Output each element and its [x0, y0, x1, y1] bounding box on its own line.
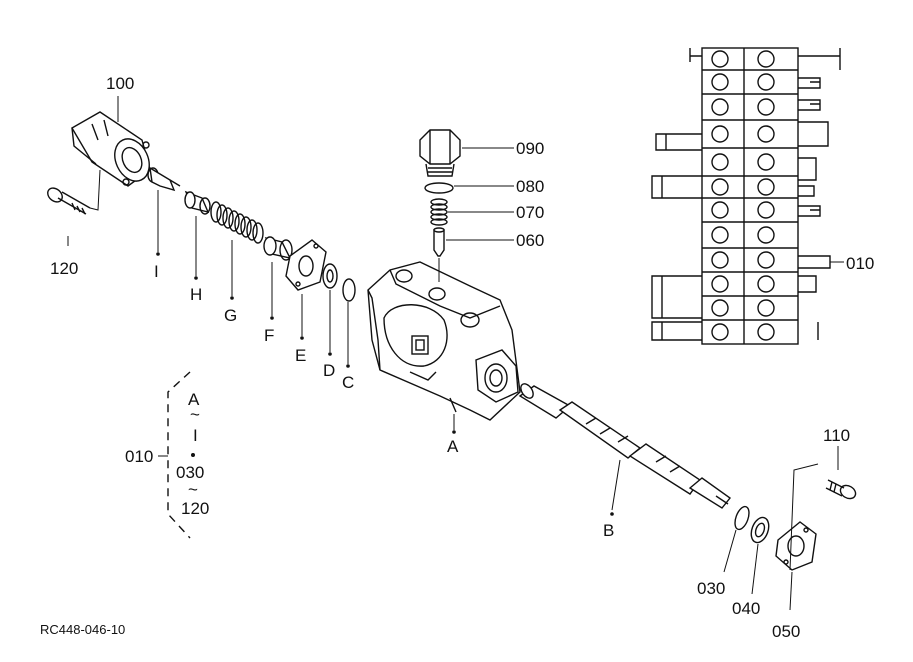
label-E: E: [295, 346, 306, 365]
part-070-spring: [430, 198, 448, 226]
part-050-cover: [775, 463, 819, 611]
label-090: 090: [516, 139, 544, 158]
part-100-cap: [71, 111, 151, 187]
legend-bracket: [158, 371, 195, 539]
label-100: 100: [106, 74, 134, 93]
part-040-seal: [750, 516, 770, 595]
label-060: 060: [516, 231, 544, 250]
part-A-valve-body: [367, 261, 521, 434]
legend-mid: 030: [176, 463, 204, 482]
label-080: 080: [516, 177, 544, 196]
part-C-oring: [342, 278, 356, 368]
part-I-pin: [147, 166, 181, 256]
label-010: 010: [846, 254, 874, 273]
legend-tilde-2: ~: [188, 480, 198, 499]
label-C: C: [342, 373, 354, 392]
label-110: 110: [823, 426, 850, 445]
part-B-spool: [518, 383, 732, 516]
part-030-oring: [723, 505, 750, 573]
part-080-oring: [424, 182, 454, 194]
part-110-bolt: [825, 446, 857, 500]
legend-ref: 010: [125, 447, 153, 466]
part-060-poppet: [433, 227, 445, 282]
part-E-plate: [285, 239, 327, 340]
label-G: G: [224, 306, 237, 325]
part-D-washer: [322, 263, 338, 356]
part-G-spring: [210, 201, 264, 300]
label-B: B: [603, 521, 614, 540]
legend-tilde-1: ~: [190, 405, 200, 424]
legend-from: A: [188, 390, 200, 409]
legend-to-1: I: [193, 426, 198, 445]
label-A: A: [447, 437, 459, 456]
part-090-plug: [419, 129, 461, 177]
label-040: 040: [732, 599, 760, 618]
label-070: 070: [516, 203, 544, 222]
legend-to-2: 120: [181, 499, 209, 518]
label-D: D: [323, 361, 335, 380]
part-F-collar: [263, 236, 293, 320]
label-F: F: [264, 326, 274, 345]
part-H-sleeve: [184, 190, 211, 280]
label-I: I: [154, 262, 159, 281]
label-120: 120: [50, 259, 78, 278]
label-050: 050: [772, 622, 800, 641]
label-030: 030: [697, 579, 725, 598]
label-H: H: [190, 285, 202, 304]
figure-code: RC448-046-10: [40, 622, 125, 637]
part-120-bolt: [47, 169, 101, 215]
part-010-valve-stack: [651, 47, 841, 345]
